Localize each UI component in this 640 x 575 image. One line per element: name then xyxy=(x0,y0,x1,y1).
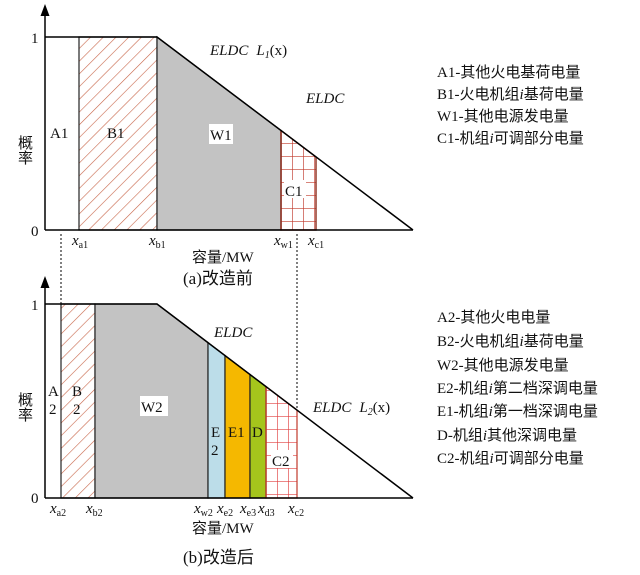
legend-item: E2-机组i第二档深调电量 xyxy=(437,379,598,397)
label-w1: W1 xyxy=(210,128,232,144)
legend-item: D-机组i其他深调电量 xyxy=(437,427,577,444)
area-b2 xyxy=(60,303,96,499)
caption-before: (a)改造前 xyxy=(183,269,253,288)
y-tick-0: 0 xyxy=(31,491,39,507)
legend-before: A1-其他火电基荷电量 B1-火电机组i基荷电量 W1-其他电源发电量 C1-机… xyxy=(437,64,584,147)
tick-xe2: xe2 xyxy=(216,501,233,519)
tick-xb2: xb2 xyxy=(85,501,103,519)
y-axis-label: 概率 xyxy=(16,135,33,165)
label-b1: B1 xyxy=(107,126,125,142)
x-ticks: xa2 xb2 xw2 xe2 xe3 xd3 xc2 xyxy=(49,501,304,519)
legend-after: A2-其他火电电量 B2-火电机组i基荷电量 W2-其他电源发电量 E2-机组i… xyxy=(437,309,598,467)
label-e2-line2: 2 xyxy=(211,443,219,459)
tick-xa2: xa2 xyxy=(49,501,66,519)
label-b2-line1: B xyxy=(72,384,82,400)
label-e1: E1 xyxy=(228,425,245,441)
label-b2-line2: 2 xyxy=(73,402,81,418)
x-ticks: xa1 xb1 xw1 xc1 xyxy=(71,233,324,251)
tick-xw1: xw1 xyxy=(273,233,293,251)
label-c1: C1 xyxy=(285,184,303,200)
y-tick-1: 1 xyxy=(31,31,39,47)
tick-xc1: xc1 xyxy=(307,233,324,251)
legend-item: A1-其他火电基荷电量 xyxy=(437,64,580,81)
legend-item: B2-火电机组i基荷电量 xyxy=(437,333,584,350)
tick-xw2: xw2 xyxy=(193,501,213,519)
tick-xd3: xd3 xyxy=(257,501,275,519)
label-a1: A1 xyxy=(50,126,68,142)
x-axis-label: 容量/MW xyxy=(192,249,255,266)
label-e2-line1: E xyxy=(211,425,220,441)
y-axis-label: 概率 xyxy=(16,392,33,422)
eldc-label: ELDC xyxy=(305,91,345,107)
area-e2 xyxy=(207,341,226,499)
eldc-curve xyxy=(45,36,414,231)
tick-xe3: xe3 xyxy=(239,501,256,519)
legend-item: W1-其他电源发电量 xyxy=(437,108,569,125)
x-axis-label: 容量/MW xyxy=(192,520,255,537)
legend-item: B1-火电机组i基荷电量 xyxy=(437,86,584,103)
label-a2-line2: 2 xyxy=(49,402,57,418)
tick-xa1: xa1 xyxy=(71,233,88,251)
label-d: D xyxy=(252,425,263,441)
eldc-curve xyxy=(45,303,414,499)
label-a2-line1: A xyxy=(48,384,59,400)
eldc-label: ELDC xyxy=(213,325,253,341)
label-c2: C2 xyxy=(272,454,290,470)
legend-item: A2-其他火电电量 xyxy=(437,309,550,326)
y-tick-0: 0 xyxy=(31,224,39,240)
y-tick-1: 1 xyxy=(31,298,39,314)
legend-item: W2-其他电源发电量 xyxy=(437,357,569,374)
caption-after: (b)改造后 xyxy=(183,548,254,567)
legend-item: C2-机组i可调部分电量 xyxy=(437,450,584,467)
legend-item: E1-机组i第一档深调电量 xyxy=(437,402,598,420)
legend-item: C1-机组i可调部分电量 xyxy=(437,130,584,147)
tick-xc2: xc2 xyxy=(287,501,304,519)
area-c2 xyxy=(265,385,298,499)
tick-xb1: xb1 xyxy=(148,233,166,251)
label-w2: W2 xyxy=(141,400,163,416)
